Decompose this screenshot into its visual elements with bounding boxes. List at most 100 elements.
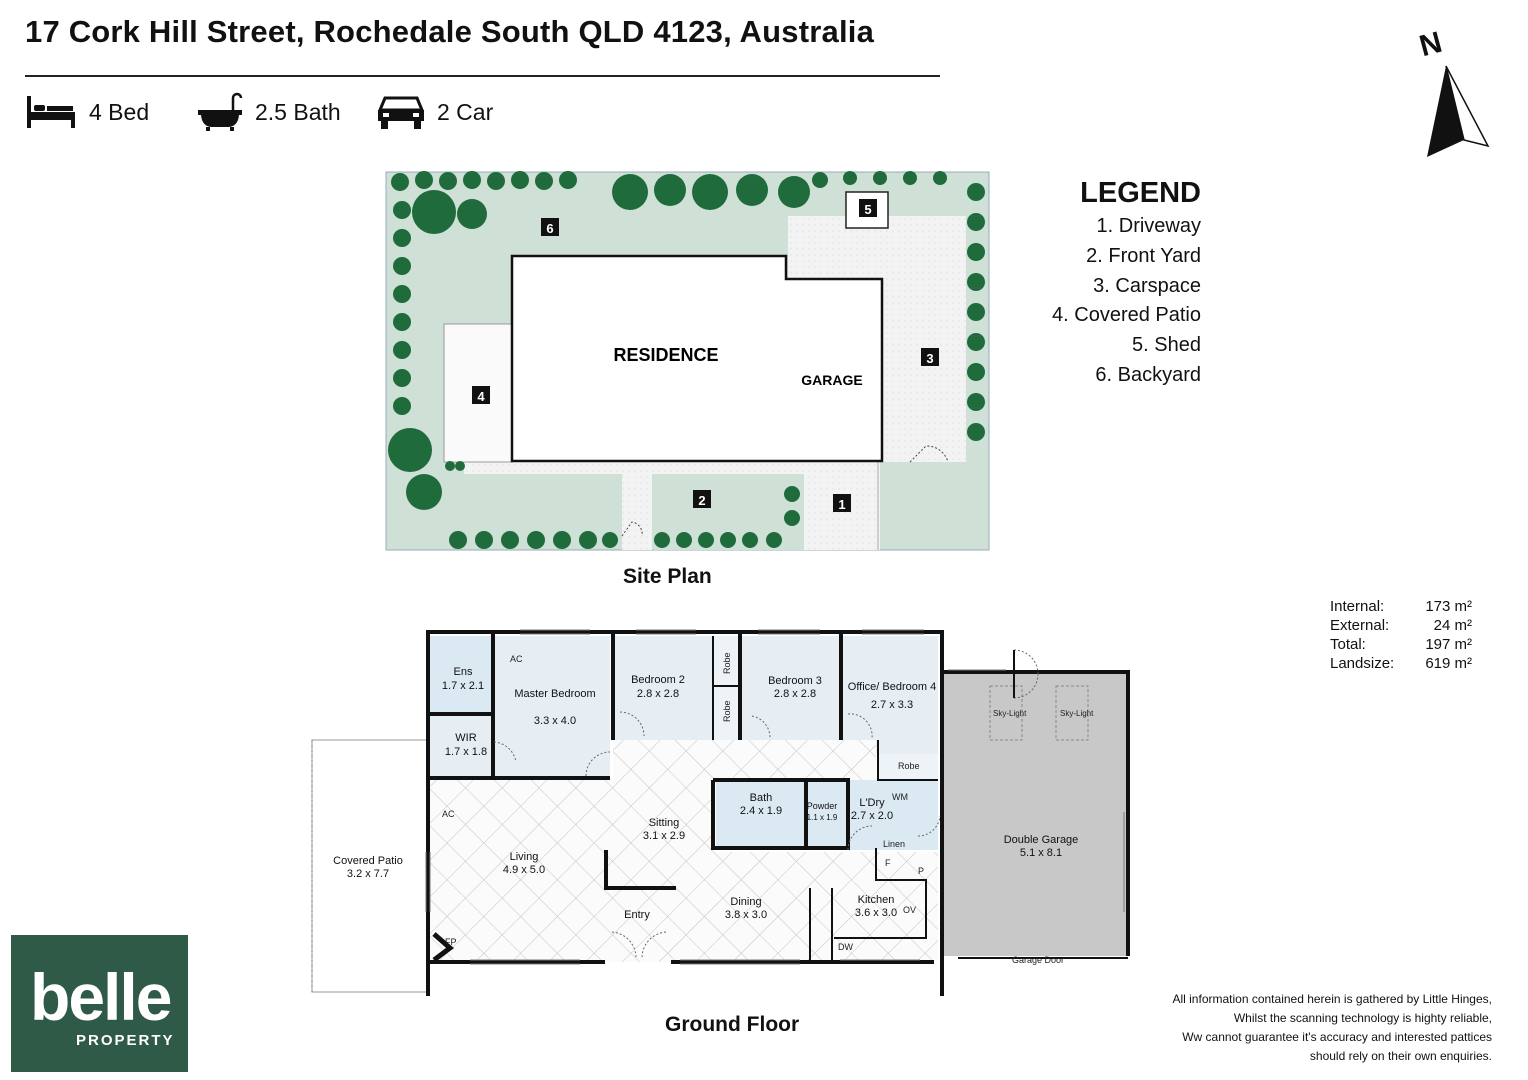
feature-bath: 2.5 Bath <box>197 90 341 134</box>
disclaimer-line-1: All information contained herein is gath… <box>1172 992 1492 1006</box>
disclaimer-line-2: Whilst the scanning technology is highty… <box>1233 1011 1492 1025</box>
svg-text:4: 4 <box>477 389 485 404</box>
floor-fixture-robe-1: Robe <box>722 652 732 674</box>
room-bedroom2-name: Bedroom 2 <box>631 674 685 686</box>
feature-bed-label: 4 Bed <box>89 98 150 125</box>
floor-powder <box>806 780 846 850</box>
legend-title: LEGEND <box>1080 177 1201 209</box>
floor-fixture-linen: Linen <box>883 839 905 849</box>
floor-fixture-pantry: P <box>918 866 924 876</box>
site-residence <box>510 254 884 463</box>
floor-laundry <box>848 780 938 850</box>
site-marker-5: 5 <box>859 199 877 217</box>
room-dining-name: Dining <box>730 896 761 908</box>
brand-subtitle: PROPERTY <box>76 1032 175 1049</box>
room-patio-size: 3.2 x 7.7 <box>347 868 389 880</box>
svg-text:5: 5 <box>864 202 871 217</box>
stat-internal-label: Internal: <box>1330 598 1385 615</box>
compass-label: N <box>1415 25 1446 64</box>
stat-landsize-value: 619 m² <box>1425 655 1472 672</box>
site-marker-4: 4 <box>472 386 490 404</box>
feature-bath-label: 2.5 Bath <box>255 98 341 125</box>
floor-fixture-oven: OV <box>903 905 916 915</box>
room-bedroom2-size: 2.8 x 2.8 <box>637 688 679 700</box>
svg-text:1: 1 <box>838 497 845 512</box>
stat-internal-value: 173 m² <box>1425 598 1472 615</box>
room-ens-size: 1.7 x 2.1 <box>442 680 484 692</box>
room-patio-name: Covered Patio <box>333 855 403 867</box>
floor-doors <box>493 649 1039 959</box>
floor-fixture-washing-machine: WM <box>892 792 908 802</box>
floor-plan: AC AC Robe Robe Robe WM Linen F P OV DW … <box>311 629 1130 996</box>
bathtub-icon <box>198 92 243 131</box>
brand-logo <box>11 935 188 1072</box>
disclaimer-line-4: should rely on their own enquiries. <box>1309 1049 1492 1063</box>
room-office-size: 2.7 x 3.3 <box>871 699 913 711</box>
legend-item-covered-patio: 4. Covered Patio <box>1052 304 1201 326</box>
floor-fixture-ac-1: AC <box>510 654 523 664</box>
legend-item-front-yard: 2. Front Yard <box>1086 245 1201 267</box>
site-garage-label: GARAGE <box>801 372 862 388</box>
site-marker-2: 2 <box>693 490 711 508</box>
floor-fixture-skylight-1: Sky-Light <box>993 709 1027 718</box>
floor-plan-caption: Ground Floor <box>665 1013 800 1036</box>
room-wir-size: 1.7 x 1.8 <box>445 746 487 758</box>
floor-bedroom-2 <box>613 636 713 740</box>
legend-item-carspace: 3. Carspace <box>1093 275 1201 297</box>
room-powder-name: Powder <box>807 801 838 811</box>
legend-item-backyard: 6. Backyard <box>1095 364 1201 386</box>
floor-fixture-garage-door: Garage Door <box>1012 955 1064 965</box>
header-divider <box>25 75 940 77</box>
site-shrubs <box>388 171 985 549</box>
floor-fixture-robe-3: Robe <box>898 761 920 771</box>
floor-fixture-fridge: F <box>885 858 891 868</box>
feature-car-label: 2 Car <box>437 98 494 125</box>
room-garage-name: Double Garage <box>1004 834 1079 846</box>
room-laundry-size: 2.7 x 2.0 <box>851 810 893 822</box>
room-living-size: 4.9 x 5.0 <box>503 864 545 876</box>
room-laundry-name: L'Dry <box>859 797 885 809</box>
legend-item-shed: 5. Shed <box>1132 334 1201 356</box>
floor-ensuite <box>430 636 492 712</box>
site-marker-1: 1 <box>833 494 851 512</box>
room-bath-size: 2.4 x 1.9 <box>740 805 782 817</box>
site-marker-6: 6 <box>541 218 559 236</box>
floor-double-garage <box>944 674 1126 956</box>
room-sitting-size: 3.1 x 2.9 <box>643 830 685 842</box>
car-icon <box>377 96 425 129</box>
bed-icon <box>27 96 75 128</box>
room-kitchen-name: Kitchen <box>858 894 895 906</box>
stat-external-label: External: <box>1330 617 1390 634</box>
floor-fixture-fireplace: FP <box>445 937 457 947</box>
stat-landsize-label: Landsize: <box>1330 655 1395 672</box>
floor-bath <box>716 780 804 850</box>
stat-external-value: 24 m² <box>1433 617 1472 634</box>
room-master-name: Master Bedroom <box>514 688 595 700</box>
floor-walls <box>426 630 1130 996</box>
site-front-path <box>622 474 652 550</box>
floor-fixture-robe-2: Robe <box>722 700 732 722</box>
floor-windows <box>425 629 1125 965</box>
svg-text:6: 6 <box>546 221 553 236</box>
room-living-name: Living <box>510 851 539 863</box>
floor-living-area <box>430 740 876 962</box>
room-entry-label: Entry <box>624 909 650 921</box>
brand-name: belle <box>30 960 172 1034</box>
site-residence-label: RESIDENCE <box>613 345 718 365</box>
site-marker-3: 3 <box>921 348 939 366</box>
room-bedroom3-size: 2.8 x 2.8 <box>774 688 816 700</box>
site-plan-caption: Site Plan <box>623 565 712 588</box>
room-garage-size: 5.1 x 8.1 <box>1020 847 1062 859</box>
floor-bedroom-3 <box>741 636 839 740</box>
site-plan: RESIDENCE GARAGE 1 2 3 4 5 6 <box>385 171 990 551</box>
floor-fixture-ac-2: AC <box>442 809 455 819</box>
feature-bed: 4 Bed <box>25 90 149 134</box>
legend-item-driveway: 1. Driveway <box>1096 215 1201 237</box>
room-powder-size: 1.1 x 1.9 <box>807 813 838 822</box>
room-ens-name: Ens <box>454 666 473 678</box>
room-sitting-name: Sitting <box>649 817 680 829</box>
floor-wir <box>430 714 492 776</box>
room-bath-name: Bath <box>750 792 773 804</box>
stat-total-label: Total: <box>1330 636 1366 653</box>
floor-fixture-dishwasher: DW <box>838 942 853 952</box>
